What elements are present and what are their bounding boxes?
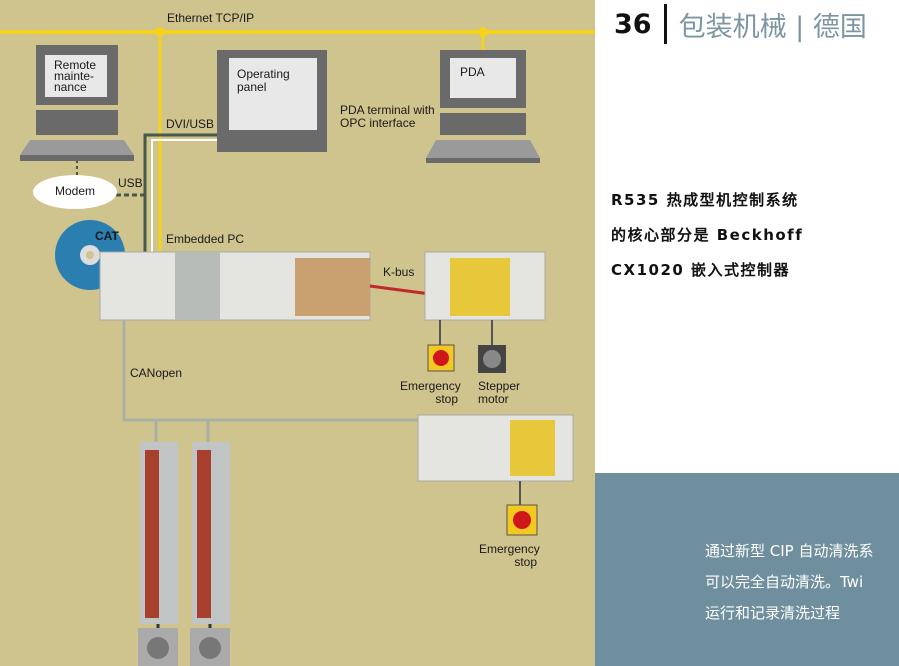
callout-box: 通过新型 CIP 自动清洗系 可以完全自动清洗。Twi 运行和记录清洗过程 — [595, 473, 899, 666]
emergency-line: Emergency — [479, 542, 540, 556]
remote-line: mainte- — [54, 69, 95, 83]
section-title: 包装机械 | 德国 — [678, 11, 867, 43]
modem-cloud — [33, 175, 117, 209]
panel-line: panel — [237, 80, 267, 94]
page-number: 36 — [614, 8, 652, 40]
canopen-label: CANopen — [130, 366, 183, 380]
caption-line: 的核心部分是 Beckhoff — [611, 226, 804, 244]
remote-maintenance-computer — [20, 45, 134, 161]
remote-line: Remote — [54, 58, 97, 72]
kbus-label: K-bus — [383, 265, 415, 279]
figure-caption: R535 热成型机控制系统 的核心部分是 Beckhoff CX1020 嵌入式… — [611, 183, 803, 288]
callout-line: 可以完全自动清洗。Twi — [705, 573, 864, 591]
pda-terminal — [426, 50, 540, 163]
diagram-graphics — [0, 27, 595, 666]
callout-line: 通过新型 CIP 自动清洗系 — [705, 542, 874, 560]
callout-line: 运行和记录清洗过程 — [705, 604, 841, 622]
header-divider — [663, 4, 667, 44]
embedded-pc-label: Embedded PC — [166, 232, 245, 246]
emergency-line: Emergency — [400, 379, 461, 393]
caption-line: R535 热成型机控制系统 — [611, 191, 799, 209]
twincat-logo: CAT — [95, 229, 119, 243]
pda-label: PDA — [460, 65, 485, 79]
emergency-line: stop — [514, 555, 537, 569]
remote-line: nance — [54, 80, 87, 94]
emergency-line: stop — [435, 392, 458, 406]
stepper-line: motor — [478, 392, 509, 406]
pda-line: PDA terminal with — [340, 103, 435, 117]
callout-text: 通过新型 CIP 自动清洗系 可以完全自动清洗。Twi 运行和记录清洗过程 — [705, 536, 873, 629]
page-header: 36 包装机械 | 德国 — [614, 4, 867, 44]
pda-line: OPC interface — [340, 116, 416, 130]
stepper-line: Stepper — [478, 379, 521, 393]
caption-line: CX1020 嵌入式控制器 — [611, 261, 791, 279]
modem-label: Modem — [55, 184, 96, 198]
usb-label: USB — [118, 176, 143, 190]
ethernet-label: Ethernet TCP/IP — [167, 11, 255, 25]
panel-line: Operating — [237, 67, 290, 81]
dvi-usb-label: DVI/USB — [166, 117, 215, 131]
